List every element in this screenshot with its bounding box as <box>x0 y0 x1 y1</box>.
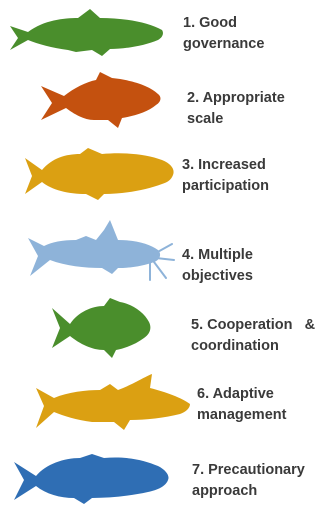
trout-shape <box>10 9 163 56</box>
goldfish-icon <box>41 72 161 128</box>
principle-5-subtitle: coordination <box>191 338 279 354</box>
grouper-shape <box>25 148 174 200</box>
principle-7-label: 7. Precautionary approach <box>192 460 305 502</box>
salmon-icon <box>36 374 190 430</box>
principle-3-subtitle: participation <box>182 178 270 194</box>
bass-icon <box>14 454 169 504</box>
principle-6-label: 6. Adaptive management <box>197 384 286 426</box>
principle-1-title: 1. Good <box>183 15 237 31</box>
principle-7-subtitle: approach <box>192 483 258 499</box>
principle-1-label: 1. Good governance <box>183 13 264 55</box>
principle-2-title: 2. Appropriate <box>187 90 285 106</box>
principle-5-label: 5. Cooperation & coordination <box>191 315 315 357</box>
goldfish-shape <box>41 72 161 128</box>
principle-6-title: 6. Adaptive <box>197 386 274 402</box>
principle-3-label: 3. Increased participation <box>182 155 269 197</box>
principle-6-subtitle: management <box>197 407 287 423</box>
catfish-shape <box>28 220 161 276</box>
principle-5-title: 5. Cooperation & <box>191 317 316 333</box>
principle-7-title: 7. Precautionary <box>192 462 305 478</box>
principle-2-subtitle: scale <box>187 111 224 127</box>
principle-4-subtitle: objectives <box>182 268 253 284</box>
catfish-barbels <box>149 243 175 281</box>
principle-1-subtitle: governance <box>183 36 265 52</box>
principle-4-label: 4. Multiple objectives <box>182 245 253 287</box>
trout-icon <box>10 9 163 56</box>
sunfish-shape <box>52 298 151 358</box>
catfish-icon <box>28 220 175 281</box>
grouper-icon <box>25 148 174 200</box>
sunfish-icon <box>52 298 151 358</box>
principle-2-label: 2. Appropriate scale <box>187 88 285 130</box>
principle-3-title: 3. Increased <box>182 157 266 173</box>
bass-shape <box>14 454 169 504</box>
principle-4-title: 4. Multiple <box>182 247 253 263</box>
salmon-shape <box>36 374 190 430</box>
